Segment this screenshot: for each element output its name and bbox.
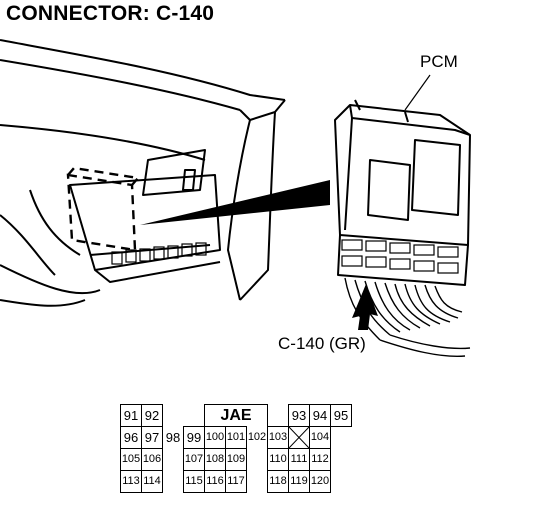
glovebox-panel bbox=[69, 174, 221, 271]
pin-95: 95 bbox=[330, 404, 352, 427]
pcm-module bbox=[334, 99, 471, 286]
page-title: CONNECTOR: C-140 bbox=[6, 2, 215, 25]
pin-109: 109 bbox=[225, 448, 247, 471]
pin-106: 106 bbox=[141, 448, 163, 471]
vent-outline bbox=[142, 149, 206, 196]
pin-118: 118 bbox=[267, 470, 289, 493]
pin-103: 103 bbox=[267, 426, 289, 449]
connector-pin-diagram: 91 92 JAE 93 94 95 96 97 98 99 100 101 1… bbox=[120, 404, 352, 493]
empty-cavity-icon bbox=[288, 426, 310, 449]
pin-119: 119 bbox=[288, 470, 310, 493]
pin-116: 116 bbox=[204, 470, 226, 493]
connector-label: C-140 (GR) bbox=[278, 334, 366, 353]
pin-98: 98 bbox=[162, 426, 184, 449]
pin-107: 107 bbox=[183, 448, 205, 471]
pin-104: 104 bbox=[309, 426, 331, 449]
pcm-location-illustration bbox=[0, 39, 471, 358]
dashboard-edge bbox=[0, 39, 286, 101]
pin-100: 100 bbox=[204, 426, 226, 449]
pin-101: 101 bbox=[225, 426, 247, 449]
pin-91: 91 bbox=[120, 404, 142, 427]
pcm-label: PCM bbox=[420, 52, 458, 71]
pin-108: 108 bbox=[204, 448, 226, 471]
pin-92: 92 bbox=[141, 404, 163, 427]
connector-arrow bbox=[352, 284, 378, 330]
pointer-wedge bbox=[140, 180, 330, 225]
pin-110: 110 bbox=[267, 448, 289, 471]
pcm-leader-line bbox=[404, 74, 431, 111]
pin-117: 117 bbox=[225, 470, 247, 493]
connector-code: JAE bbox=[204, 404, 268, 427]
pin-102: 102 bbox=[246, 426, 268, 449]
pin-93: 93 bbox=[288, 404, 310, 427]
pin-94: 94 bbox=[309, 404, 331, 427]
pin-111: 111 bbox=[288, 448, 310, 471]
pin-114: 114 bbox=[141, 470, 163, 493]
pin-99: 99 bbox=[183, 426, 205, 449]
pin-97: 97 bbox=[141, 426, 163, 449]
pin-112: 112 bbox=[309, 448, 331, 471]
pin-105: 105 bbox=[120, 448, 142, 471]
hidden-pcm-outline bbox=[66, 173, 137, 252]
pin-113: 113 bbox=[120, 470, 142, 493]
pin-115: 115 bbox=[183, 470, 205, 493]
pin-96: 96 bbox=[120, 426, 142, 449]
wire-harness bbox=[344, 277, 471, 358]
pin-120: 120 bbox=[309, 470, 331, 493]
